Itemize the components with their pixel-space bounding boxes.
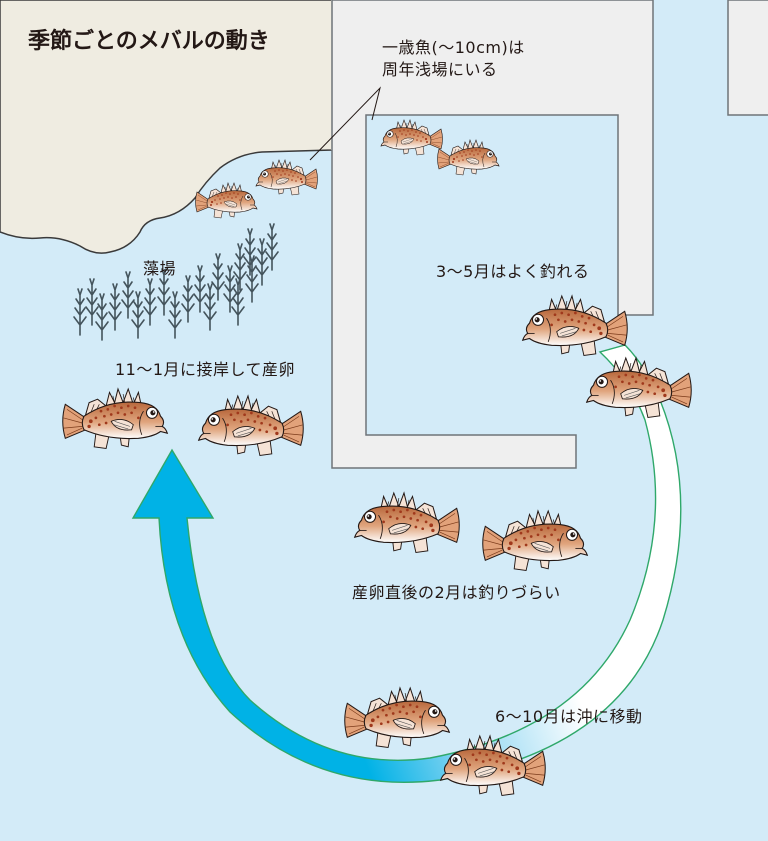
cycle-arrow bbox=[131, 344, 682, 783]
summer-autumn-label: 6〜10月は沖に移動 bbox=[495, 707, 643, 726]
pier-right-block bbox=[727, 0, 768, 116]
seaweed-bed-label: 藻場 bbox=[143, 259, 177, 278]
land-area bbox=[0, 0, 333, 254]
pier bbox=[331, 0, 654, 469]
leader-line bbox=[309, 86, 381, 161]
juvenile-note-line1: 一歳魚(〜10cm)は bbox=[382, 38, 525, 57]
spawning-label: 11〜1月に接岸して産卵 bbox=[115, 360, 296, 379]
february-label: 産卵直後の2月は釣りづらい bbox=[352, 583, 561, 602]
juvenile-note-line2: 周年浅場にいる bbox=[382, 60, 498, 79]
spring-label: 3〜5月はよく釣れる bbox=[436, 262, 590, 281]
page-title: 季節ごとのメバルの動き bbox=[28, 29, 270, 54]
